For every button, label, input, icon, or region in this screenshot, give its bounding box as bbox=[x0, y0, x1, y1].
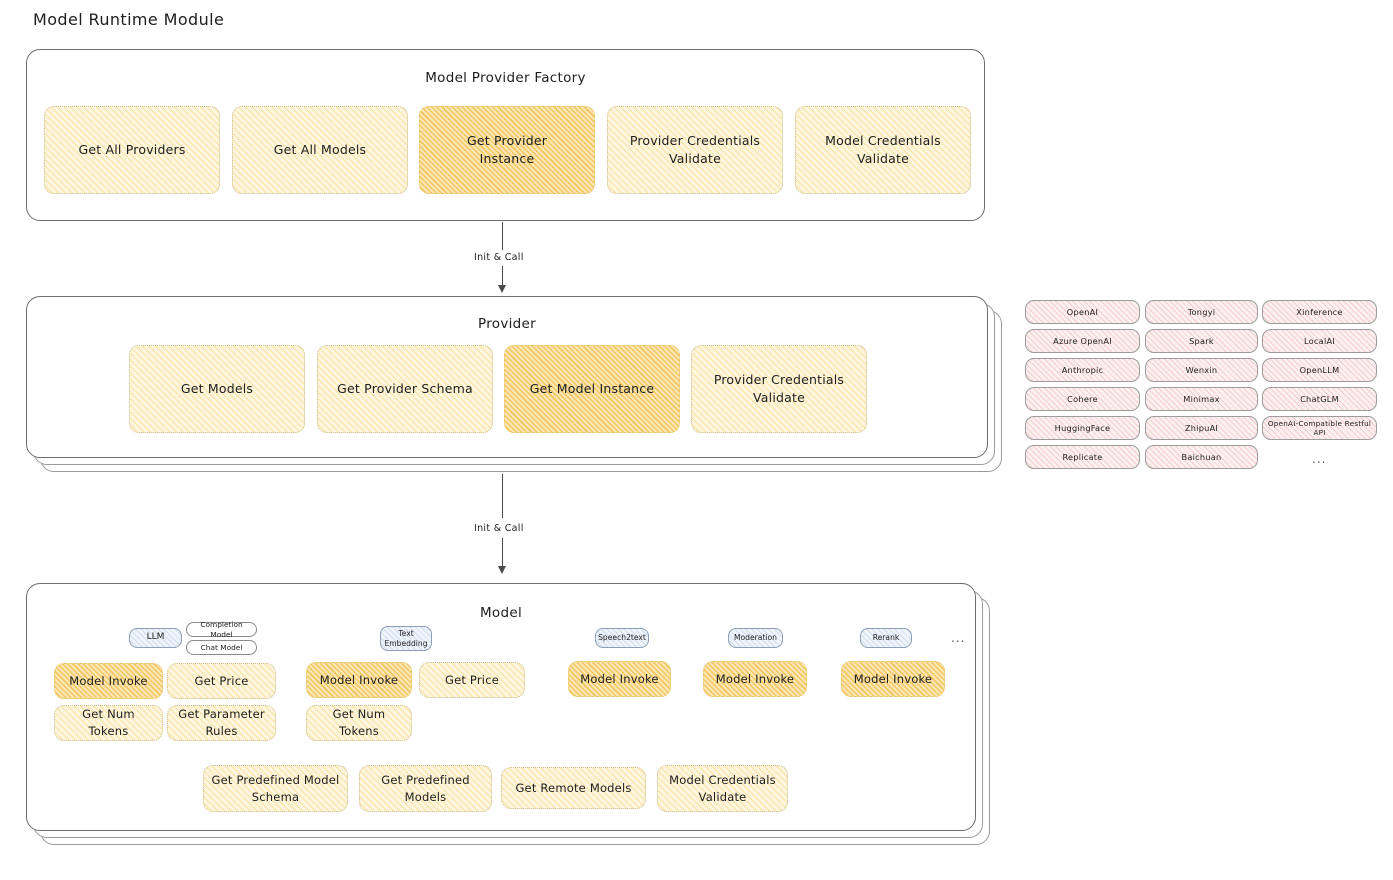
provider-title: Provider bbox=[478, 316, 536, 332]
arrow-provider-to-model-line-top bbox=[502, 474, 504, 518]
model-method-node[interactable]: Model Invoke bbox=[54, 663, 163, 699]
provider-node-3[interactable]: Get Model Instance bbox=[504, 345, 680, 433]
arrow-provider-to-model-label: Init & Call bbox=[474, 523, 524, 534]
model-method-node[interactable]: Model Invoke bbox=[841, 661, 945, 697]
provider-chip[interactable]: Wenxin bbox=[1145, 358, 1258, 382]
model-method-node[interactable]: Model Invoke bbox=[568, 661, 671, 697]
provider-node-2[interactable]: Get Provider Schema bbox=[317, 345, 493, 433]
model-type-badge[interactable]: Speech2text bbox=[595, 628, 649, 648]
model-types-more-indicator: ... bbox=[951, 631, 966, 645]
provider-chip[interactable]: Anthropic bbox=[1025, 358, 1140, 382]
provider-chip[interactable]: Spark bbox=[1145, 329, 1258, 353]
provider-chip[interactable]: Minimax bbox=[1145, 387, 1258, 411]
provider-node-1[interactable]: Get Models bbox=[129, 345, 305, 433]
model-type-badge[interactable]: Moderation bbox=[728, 628, 783, 648]
provider-chip[interactable]: LocalAI bbox=[1262, 329, 1377, 353]
provider-chip[interactable]: OpenLLM bbox=[1262, 358, 1377, 382]
model-method-node[interactable]: Model Invoke bbox=[306, 662, 412, 698]
arrow-provider-to-model-line-bottom bbox=[502, 538, 504, 568]
provider-chip[interactable]: HuggingFace bbox=[1025, 416, 1140, 440]
provider-chip[interactable]: ZhipuAI bbox=[1145, 416, 1258, 440]
arrow-provider-to-model-head bbox=[498, 566, 506, 574]
provider-list-more-indicator: ... bbox=[1312, 452, 1327, 466]
provider-chip[interactable]: Replicate bbox=[1025, 445, 1140, 469]
model-method-node[interactable]: Get Price bbox=[167, 663, 276, 699]
factory-node-1[interactable]: Get All Providers bbox=[44, 106, 220, 194]
page-title: Model Runtime Module bbox=[33, 10, 225, 29]
model-method-node[interactable]: Get Num Tokens bbox=[54, 705, 163, 741]
model-common-node[interactable]: Get Remote Models bbox=[501, 767, 646, 809]
provider-chip[interactable]: Cohere bbox=[1025, 387, 1140, 411]
provider-chip[interactable]: Baichuan bbox=[1145, 445, 1258, 469]
model-type-badge[interactable]: Rerank bbox=[860, 628, 912, 648]
model-provider-factory-title: Model Provider Factory bbox=[425, 70, 586, 86]
model-method-node[interactable]: Model Invoke bbox=[703, 661, 807, 697]
model-sub-type-badge[interactable]: Chat Model bbox=[186, 640, 257, 655]
arrow-factory-to-provider-line-bottom bbox=[502, 266, 504, 287]
arrow-factory-to-provider-head bbox=[498, 285, 506, 293]
arrow-factory-to-provider-line-top bbox=[502, 222, 504, 250]
provider-chip[interactable]: Tongyi bbox=[1145, 300, 1258, 324]
provider-chip[interactable]: Azure OpenAI bbox=[1025, 329, 1140, 353]
provider-chip[interactable]: OpenAI bbox=[1025, 300, 1140, 324]
model-type-badge[interactable]: LLM bbox=[129, 628, 182, 648]
model-title: Model bbox=[479, 605, 523, 621]
model-method-node[interactable]: Get Price bbox=[419, 662, 525, 698]
model-sub-type-badge[interactable]: Completion Model bbox=[186, 620, 257, 639]
provider-chip[interactable]: ChatGLM bbox=[1262, 387, 1377, 411]
arrow-factory-to-provider-label: Init & Call bbox=[474, 252, 524, 263]
model-method-node[interactable]: Get Num Tokens bbox=[306, 705, 412, 741]
provider-chip[interactable]: Xinference bbox=[1262, 300, 1377, 324]
factory-node-2[interactable]: Get All Models bbox=[232, 106, 408, 194]
provider-chip[interactable]: OpenAI-Compatible Restful API bbox=[1262, 416, 1377, 440]
